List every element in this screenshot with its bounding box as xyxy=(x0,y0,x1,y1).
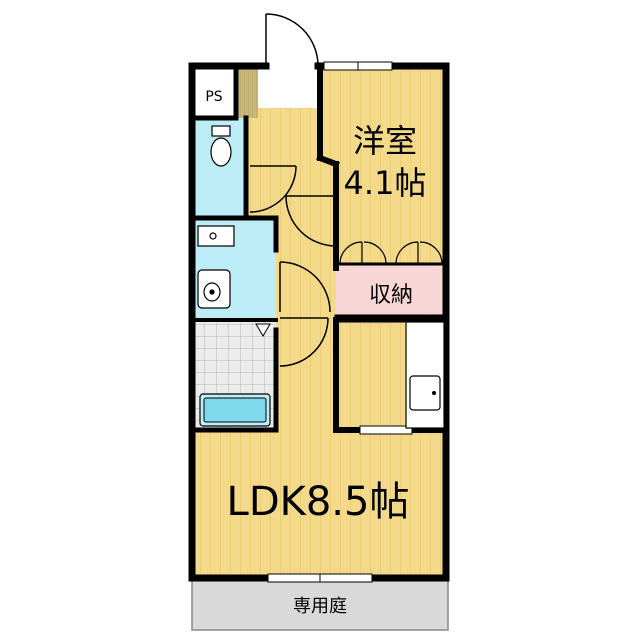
washroom-door xyxy=(279,261,331,313)
toilet-door xyxy=(249,165,297,213)
ps-box xyxy=(192,66,236,118)
toilet-fixture xyxy=(210,125,232,167)
western-room-size: 4.1帖 xyxy=(344,164,427,202)
ldk-floor xyxy=(192,430,448,578)
storage-label: 収納 xyxy=(369,283,413,308)
storage-area xyxy=(336,264,446,316)
entrance xyxy=(236,66,258,118)
western-room-name: 洋室 xyxy=(353,122,417,160)
entrance-door xyxy=(265,13,319,67)
bath-door xyxy=(279,317,329,367)
kitchen-sink xyxy=(409,375,441,411)
ps-label: PS xyxy=(205,89,222,105)
washbasin xyxy=(197,225,235,309)
garden-label: 専用庭 xyxy=(293,596,347,617)
walls xyxy=(188,62,450,582)
private-garden xyxy=(191,577,449,631)
western-room-floor xyxy=(320,66,446,268)
ldk-label: LDK8.5帖 xyxy=(227,479,410,525)
closet-doors xyxy=(339,241,443,265)
western-room-door xyxy=(285,195,337,247)
kitchen-counter xyxy=(405,321,445,429)
